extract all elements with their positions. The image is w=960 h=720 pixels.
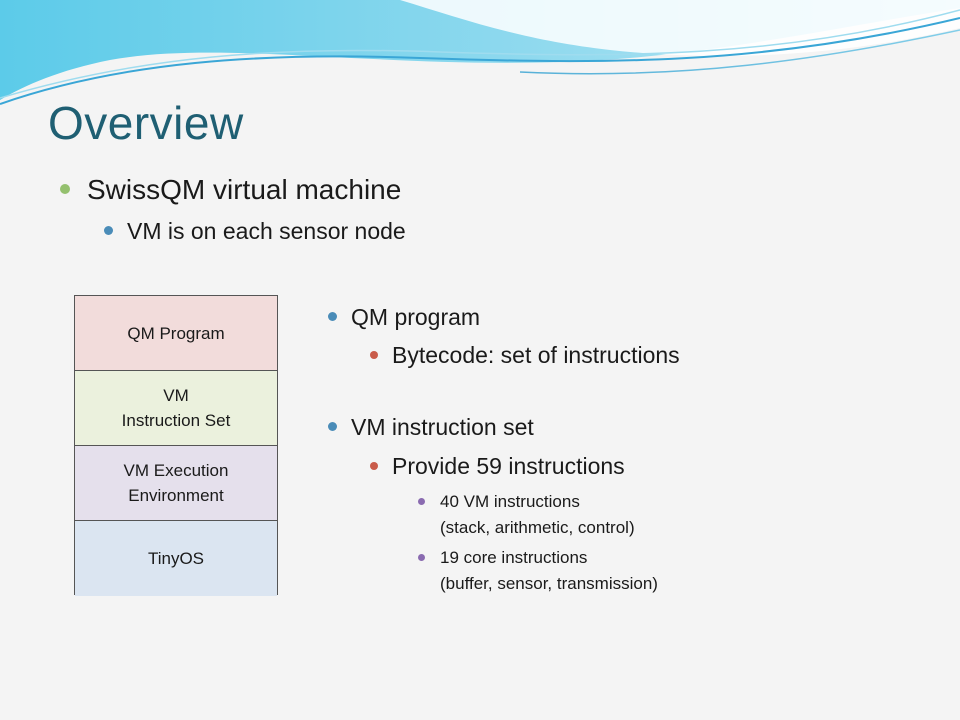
bullet-dot-icon (60, 183, 70, 194)
bullet-text: VM instruction set (351, 414, 534, 440)
bullet-dot-icon (418, 554, 425, 561)
bullet-provide-59: Provide 59 instructions (370, 453, 625, 480)
bullet-text: VM is on each sensor node (127, 218, 406, 244)
bullet-dot-icon (104, 226, 113, 236)
bullet-dot-icon (370, 350, 378, 359)
bullet-text: 40 VM instructions (stack, arithmetic, co… (418, 489, 758, 541)
bullet-text: Bytecode: set of instructions (392, 342, 680, 368)
layer-vm-execution-environment: VM Execution Environment (75, 446, 277, 521)
vm-stack-diagram: QM Program VM Instruction Set VM Executi… (74, 295, 278, 596)
bullet-19-core-instructions: 19 core instructions (buffer, sensor, tra… (418, 545, 758, 597)
bullet-swissqm: SwissQM virtual machine (60, 174, 401, 206)
bullet-line: (buffer, sensor, transmission) (440, 574, 658, 593)
bullet-dot-icon (418, 498, 425, 505)
bullet-line: 40 VM instructions (440, 492, 580, 511)
bullet-text: SwissQM virtual machine (87, 174, 402, 205)
bullet-text: 19 core instructions (buffer, sensor, tra… (418, 545, 758, 597)
bullet-vm-on-node: VM is on each sensor node (104, 218, 406, 245)
bullet-vm-instruction-set: VM instruction set (328, 414, 534, 441)
bullet-qm-program: QM program (328, 304, 480, 331)
bullet-40-vm-instructions: 40 VM instructions (stack, arithmetic, co… (418, 489, 758, 541)
slide-title: Overview (48, 97, 244, 149)
bullet-line: (stack, arithmetic, control) (440, 518, 635, 537)
bullet-dot-icon (328, 422, 337, 432)
layer-qm-program: QM Program (75, 296, 277, 371)
bullet-line: 19 core instructions (440, 548, 588, 567)
bullet-text: Provide 59 instructions (392, 453, 625, 479)
bullet-dot-icon (328, 312, 337, 322)
bullet-text: QM program (351, 304, 481, 330)
layer-tinyos: TinyOS (75, 521, 277, 596)
header-wave-decoration (0, 0, 960, 105)
layer-vm-instruction-set: VM Instruction Set (75, 371, 277, 446)
bullet-dot-icon (370, 461, 378, 470)
bullet-bytecode: Bytecode: set of instructions (370, 342, 680, 369)
